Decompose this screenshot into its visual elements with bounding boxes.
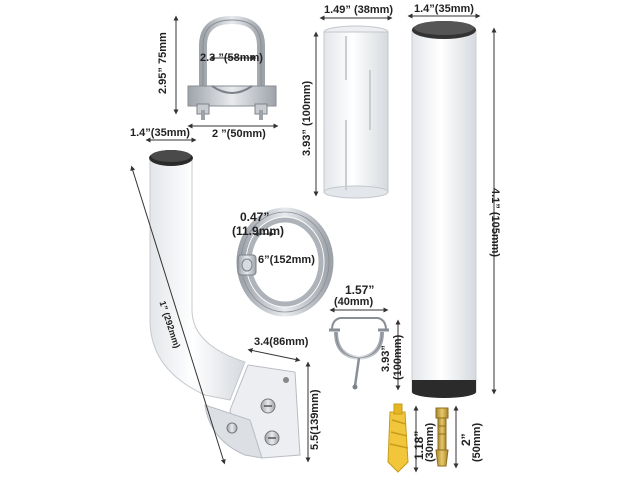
tube-height-label: 4.1” (105mm): [489, 188, 501, 258]
u-bolt-height-label: 2.95” 75mm: [157, 32, 169, 94]
bolt-length-mm-label: (50mm): [471, 422, 483, 462]
sleeve-width-label: 1.49” (38mm): [324, 4, 394, 16]
hanger-height-inch-label: 3.93”: [380, 345, 392, 372]
hanger-width-inch-label: 1.57”: [345, 283, 375, 297]
plastic-wall-anchor: [387, 403, 409, 473]
clamp-band-width-mm-label: (11.9mm): [232, 224, 285, 238]
clamp-band-width-inch-label: 0.47”: [240, 210, 270, 224]
anchor-length-mm-label: (30mm): [424, 422, 436, 462]
expansion-bolt: [435, 407, 449, 467]
mount-width-label: 3.4(86mm): [254, 336, 309, 348]
mount-height-label: 5.5(139mm): [309, 389, 321, 450]
pipe-hanger: [329, 317, 389, 390]
u-bolt-inner-width-label: 2.3 ”(58mm): [200, 52, 263, 64]
extension-tube: [411, 21, 477, 398]
u-bolt-bracket: [187, 15, 277, 120]
clamp-diameter-label: 6”(152mm): [258, 254, 315, 266]
slotted-sleeve: [323, 25, 389, 199]
tube-width-label: 1.4”(35mm): [414, 3, 474, 15]
hanger-width-mm-label: (40mm): [334, 296, 374, 308]
arm-tip-width-label: 1.4”(35mm): [130, 127, 190, 139]
hose-clamp: [236, 207, 334, 317]
u-bolt-width-label: 2 ”(50mm): [212, 128, 266, 140]
hanger-height-mm-label: (100mm): [392, 334, 404, 380]
dimension-lines: [130, 13, 497, 473]
sleeve-height-label: 3.93” (100mm): [301, 80, 313, 156]
